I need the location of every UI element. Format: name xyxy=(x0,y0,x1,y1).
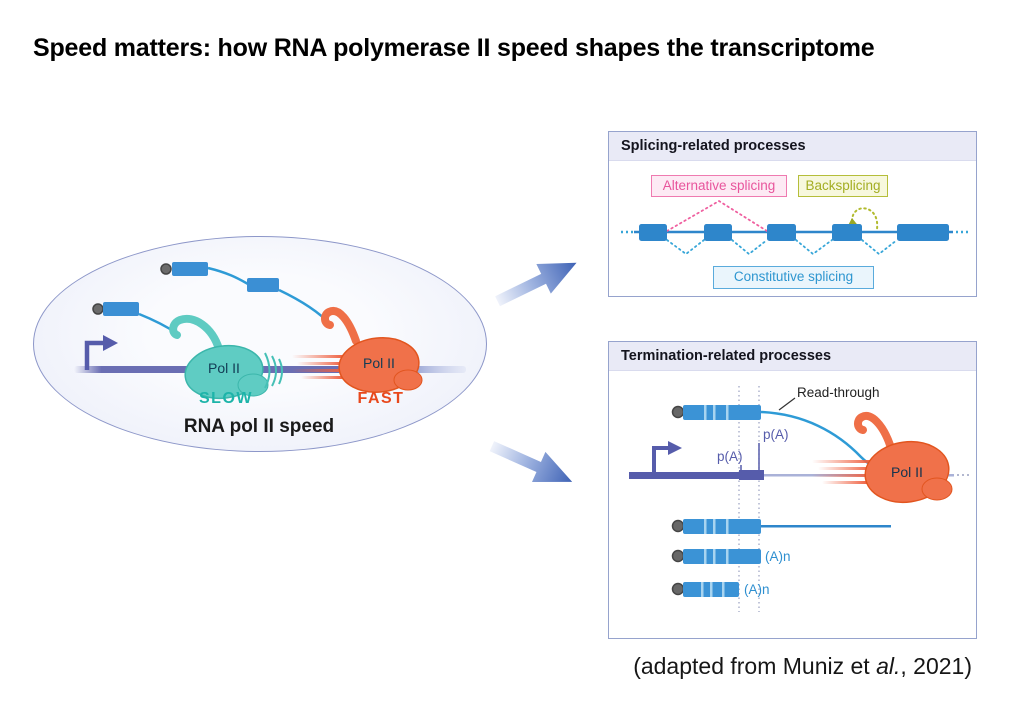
pol2-blob xyxy=(812,411,953,504)
promoter-arrow-icon xyxy=(84,335,118,370)
exon-boxes xyxy=(639,224,949,241)
mrna-cap-icon xyxy=(671,582,685,596)
splicing-panel-title: Splicing-related processes xyxy=(609,132,976,161)
pa-site-proximal-label: p(A) xyxy=(717,449,743,464)
mrna-transcript-slow xyxy=(92,302,179,336)
exon-box xyxy=(103,302,139,316)
citation: (adapted from Muniz et al., 2021) xyxy=(560,653,972,680)
oval-caption: RNA pol II speed xyxy=(183,416,335,437)
mrna-cap-icon xyxy=(671,405,685,419)
alternative-splicing-label: Alternative splicing xyxy=(651,175,787,197)
ctd-tail-icon xyxy=(854,411,894,449)
nascent-mrna xyxy=(671,405,761,420)
pol2-slow-blob xyxy=(169,314,283,400)
mrna-cap-icon xyxy=(92,303,104,315)
fast-label: FAST xyxy=(357,390,405,407)
citation-italic: al. xyxy=(876,653,901,679)
mrna-cap-icon xyxy=(671,549,685,563)
pol2-fast-blob xyxy=(292,307,423,393)
oval-illustration xyxy=(74,262,466,400)
exon-box xyxy=(172,262,208,276)
ctd-tail-icon xyxy=(169,314,223,353)
promoter-arrow-icon xyxy=(652,441,682,474)
isoform-proximal-polya xyxy=(671,582,739,597)
slide-title: Speed matters: how RNA polymerase II spe… xyxy=(33,34,875,62)
citation-suffix: , 2021) xyxy=(900,653,972,679)
termination-panel: Termination-related processes xyxy=(608,341,977,639)
constitutive-splicing-label: Constitutive splicing xyxy=(713,266,874,289)
isoform-distal-polya xyxy=(671,549,761,564)
polya-tail-distal-label: (A)n xyxy=(765,549,791,564)
pol2-label: Pol II xyxy=(891,464,923,480)
alternative-splicing-lines xyxy=(666,199,768,232)
isoform-readthrough xyxy=(671,519,891,534)
splicing-diagram xyxy=(621,199,971,256)
constitutive-splicing-lines xyxy=(666,239,898,256)
pa-guide-lines xyxy=(738,386,760,612)
speed-lines-icon xyxy=(812,460,872,484)
speed-lines-icon xyxy=(292,355,344,379)
ctd-tail-icon xyxy=(321,307,360,345)
arrow-to-splicing-icon xyxy=(488,243,586,321)
citation-prefix: (adapted from Muniz et xyxy=(633,653,877,679)
termination-panel-title: Termination-related processes xyxy=(609,342,976,371)
arrow-to-termination-icon xyxy=(483,426,581,502)
pol2-fast-label: Pol II xyxy=(363,355,395,371)
backsplicing-label: Backsplicing xyxy=(798,175,888,197)
mrna-cap-icon xyxy=(671,519,685,533)
pause-waves-icon xyxy=(264,352,283,389)
polya-tail-proximal-label: (A)n xyxy=(744,582,770,597)
readthrough-pointer-line xyxy=(778,397,796,411)
slow-label: SLOW xyxy=(199,390,253,407)
readthrough-label: Read-through xyxy=(797,385,880,400)
pa-site-distal-label: p(A) xyxy=(763,427,789,442)
rna-pol2-speed-oval: Pol II Pol II SLOW FAST RNA pol II speed xyxy=(33,236,487,452)
termination-diagram xyxy=(629,386,971,612)
mrna-cap-icon xyxy=(160,263,172,275)
splicing-panel: Splicing-related processes xyxy=(608,131,977,297)
pol2-slow-label: Pol II xyxy=(208,360,240,376)
exon-box xyxy=(247,278,279,292)
